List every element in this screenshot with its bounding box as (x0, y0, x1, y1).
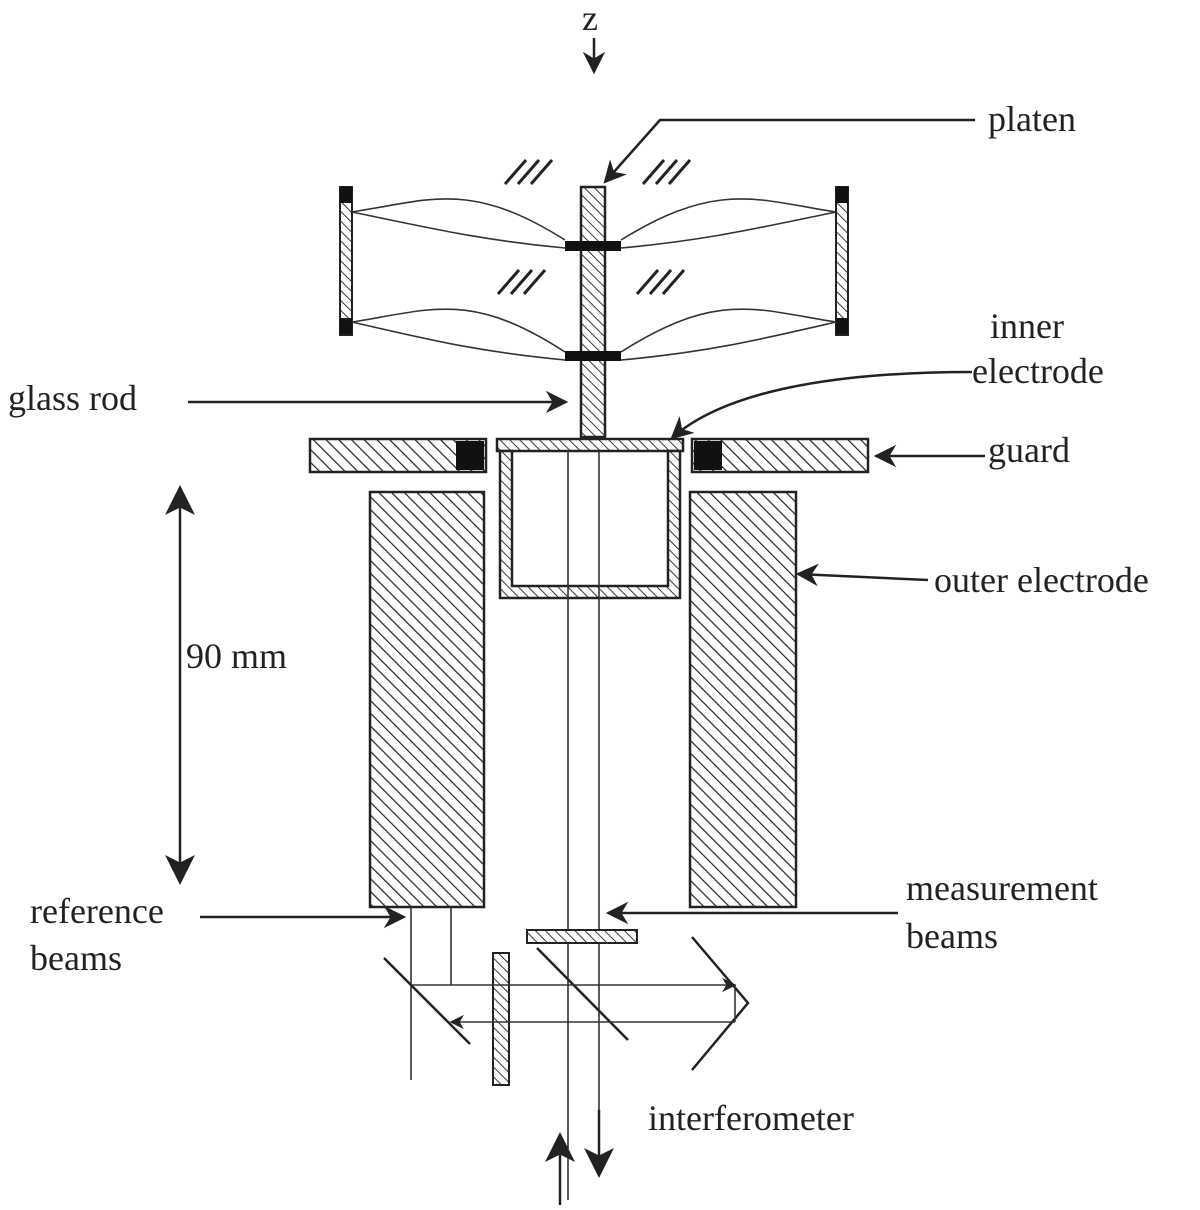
label-reference: reference (30, 891, 164, 931)
z-axis: z (582, 0, 606, 75)
label-electrode: electrode (972, 351, 1104, 391)
z-label: z (582, 0, 598, 38)
dimension-label: 90 mm (186, 636, 287, 676)
outer-electrode (368, 490, 798, 909)
leader-lines (188, 118, 985, 929)
beam-paths (410, 451, 600, 1200)
label-outer-electrode: outer electrode (934, 560, 1149, 600)
label-measurement: measurement (906, 868, 1098, 908)
flexure-springs (339, 159, 849, 361)
interferometer-optics (383, 929, 750, 1086)
label-guard: guard (988, 430, 1070, 470)
dimension-90mm: 90 mm (165, 485, 287, 885)
label-platen: platen (988, 99, 1076, 139)
label-interferometer: interferometer (648, 1098, 854, 1138)
label-reference-beams: beams (30, 938, 122, 978)
inner-electrode (495, 437, 685, 600)
platen-rod (565, 185, 621, 439)
bottom-beam-arrows (545, 1110, 614, 1205)
guard-ring (308, 437, 870, 474)
label-measurement-beams: beams (906, 916, 998, 956)
label-inner: inner (990, 306, 1064, 346)
label-glass-rod: glass rod (8, 378, 137, 418)
labels: platen inner electrode glass rod guard o… (8, 99, 1149, 1138)
